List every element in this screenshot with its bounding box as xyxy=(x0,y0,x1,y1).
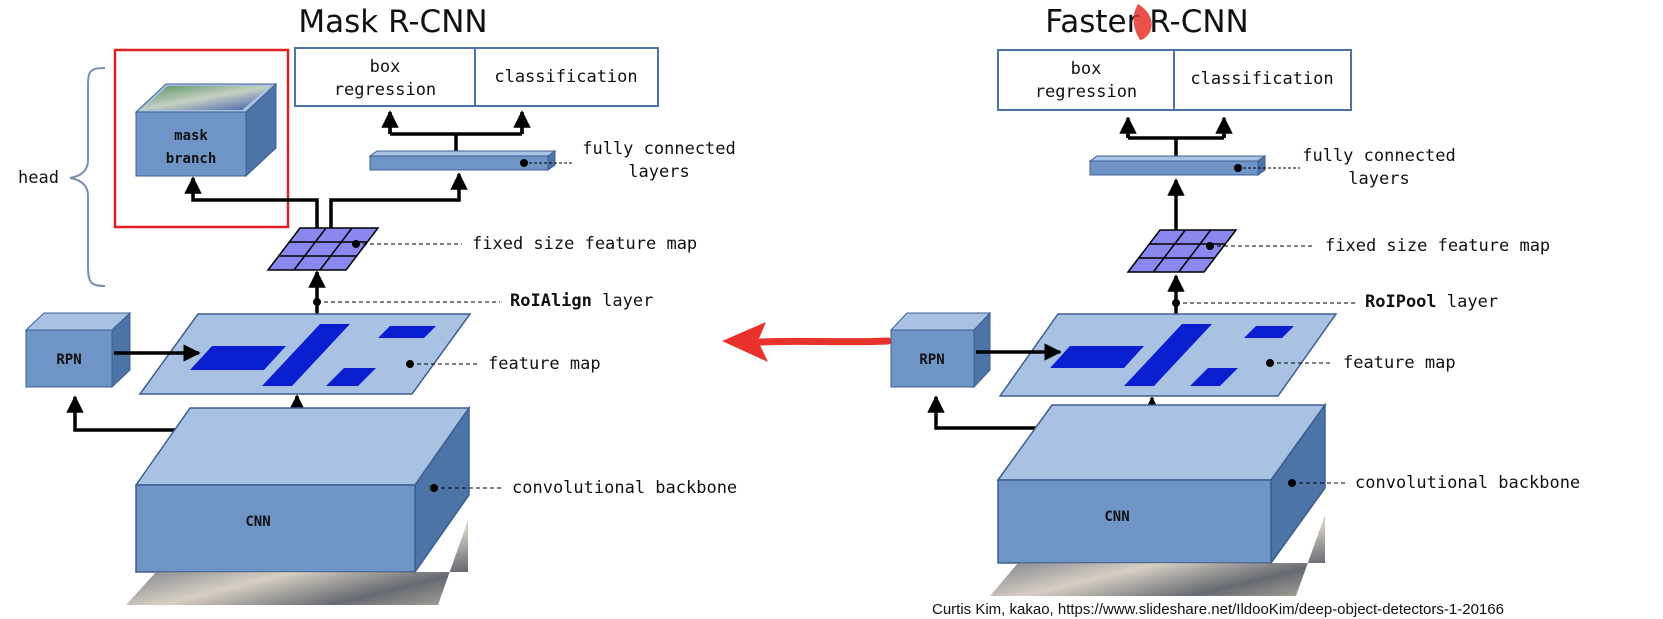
fc-label-2: layers xyxy=(628,162,689,182)
mask-branch-cube: mask branch xyxy=(134,82,278,178)
fixed-map-label: fixed size feature map xyxy=(472,234,697,254)
credit-text: Curtis Kim, kakao, https://www.slideshar… xyxy=(932,601,1504,618)
comparison-arrow xyxy=(722,322,892,362)
box-regression-label-faster-1: box xyxy=(1071,59,1102,79)
fixed-map-label-faster: fixed size feature map xyxy=(1325,236,1550,256)
fc-label-faster-2: layers xyxy=(1348,169,1409,189)
mask-branch-label-1: mask xyxy=(174,128,208,144)
roialign-label-bold: RoIAlign xyxy=(510,291,592,311)
rpn-label-faster: RPN xyxy=(919,352,944,368)
cnn-backbone-cube: CNN xyxy=(134,405,471,575)
roialign-label-rest: layer xyxy=(592,291,653,311)
head-brace xyxy=(69,67,106,287)
fc-label-1: fully connected xyxy=(582,139,736,159)
input-image xyxy=(126,520,468,605)
backbone-label-faster: convolutional backbone xyxy=(1355,473,1580,493)
box-regression-label-1: box xyxy=(370,57,401,77)
svg-text:RoIAlign layer: RoIAlign layer xyxy=(510,291,653,311)
feature-map-label: feature map xyxy=(488,354,601,374)
classification-label: classification xyxy=(494,67,637,87)
mask-thumbnail-image xyxy=(140,86,270,110)
rpn-box-faster: RPN xyxy=(889,311,992,389)
backbone-label: convolutional backbone xyxy=(512,478,737,498)
red-scribble-mark xyxy=(1133,4,1152,40)
box-regression-box-faster xyxy=(997,49,1175,111)
box-regression-box xyxy=(294,47,476,107)
mask-rcnn-title: Mask R-CNN xyxy=(298,4,487,40)
cnn-label: CNN xyxy=(245,514,270,530)
faster-rcnn-diagram: Faster R-CNN box regression classificati… xyxy=(889,4,1580,596)
classification-label-faster: classification xyxy=(1190,69,1333,89)
feature-map-slab xyxy=(138,313,472,395)
cnn-backbone-cube-faster: CNN xyxy=(996,402,1327,566)
svg-text:RoIPool layer: RoIPool layer xyxy=(1365,292,1498,312)
fully-connected-layer xyxy=(368,150,557,171)
mask-rcnn-diagram: Mask R-CNN head mask branch box regressi… xyxy=(18,4,737,605)
rpn-box: RPN xyxy=(24,311,132,389)
roipool-label-rest: layer xyxy=(1437,292,1498,312)
roipool-label-bold: RoIPool xyxy=(1365,292,1437,312)
mask-branch-highlight xyxy=(113,48,290,229)
cnn-label-faster: CNN xyxy=(1104,509,1129,525)
head-label: head xyxy=(18,168,59,188)
box-regression-label-faster-2: regression xyxy=(1035,82,1137,102)
fixed-size-feature-map-grid xyxy=(266,227,380,271)
input-image-faster xyxy=(990,515,1325,596)
classification-box-faster xyxy=(1173,49,1352,111)
rpn-label: RPN xyxy=(56,352,81,368)
classification-box xyxy=(474,47,659,107)
box-regression-label-2: regression xyxy=(334,80,436,100)
fc-label-faster-1: fully connected xyxy=(1302,146,1456,166)
mask-branch-label-2: branch xyxy=(166,151,217,167)
feature-map-slab-faster xyxy=(998,313,1338,397)
fixed-size-feature-map-grid-faster xyxy=(1126,229,1238,273)
feature-map-label-faster: feature map xyxy=(1343,353,1456,373)
